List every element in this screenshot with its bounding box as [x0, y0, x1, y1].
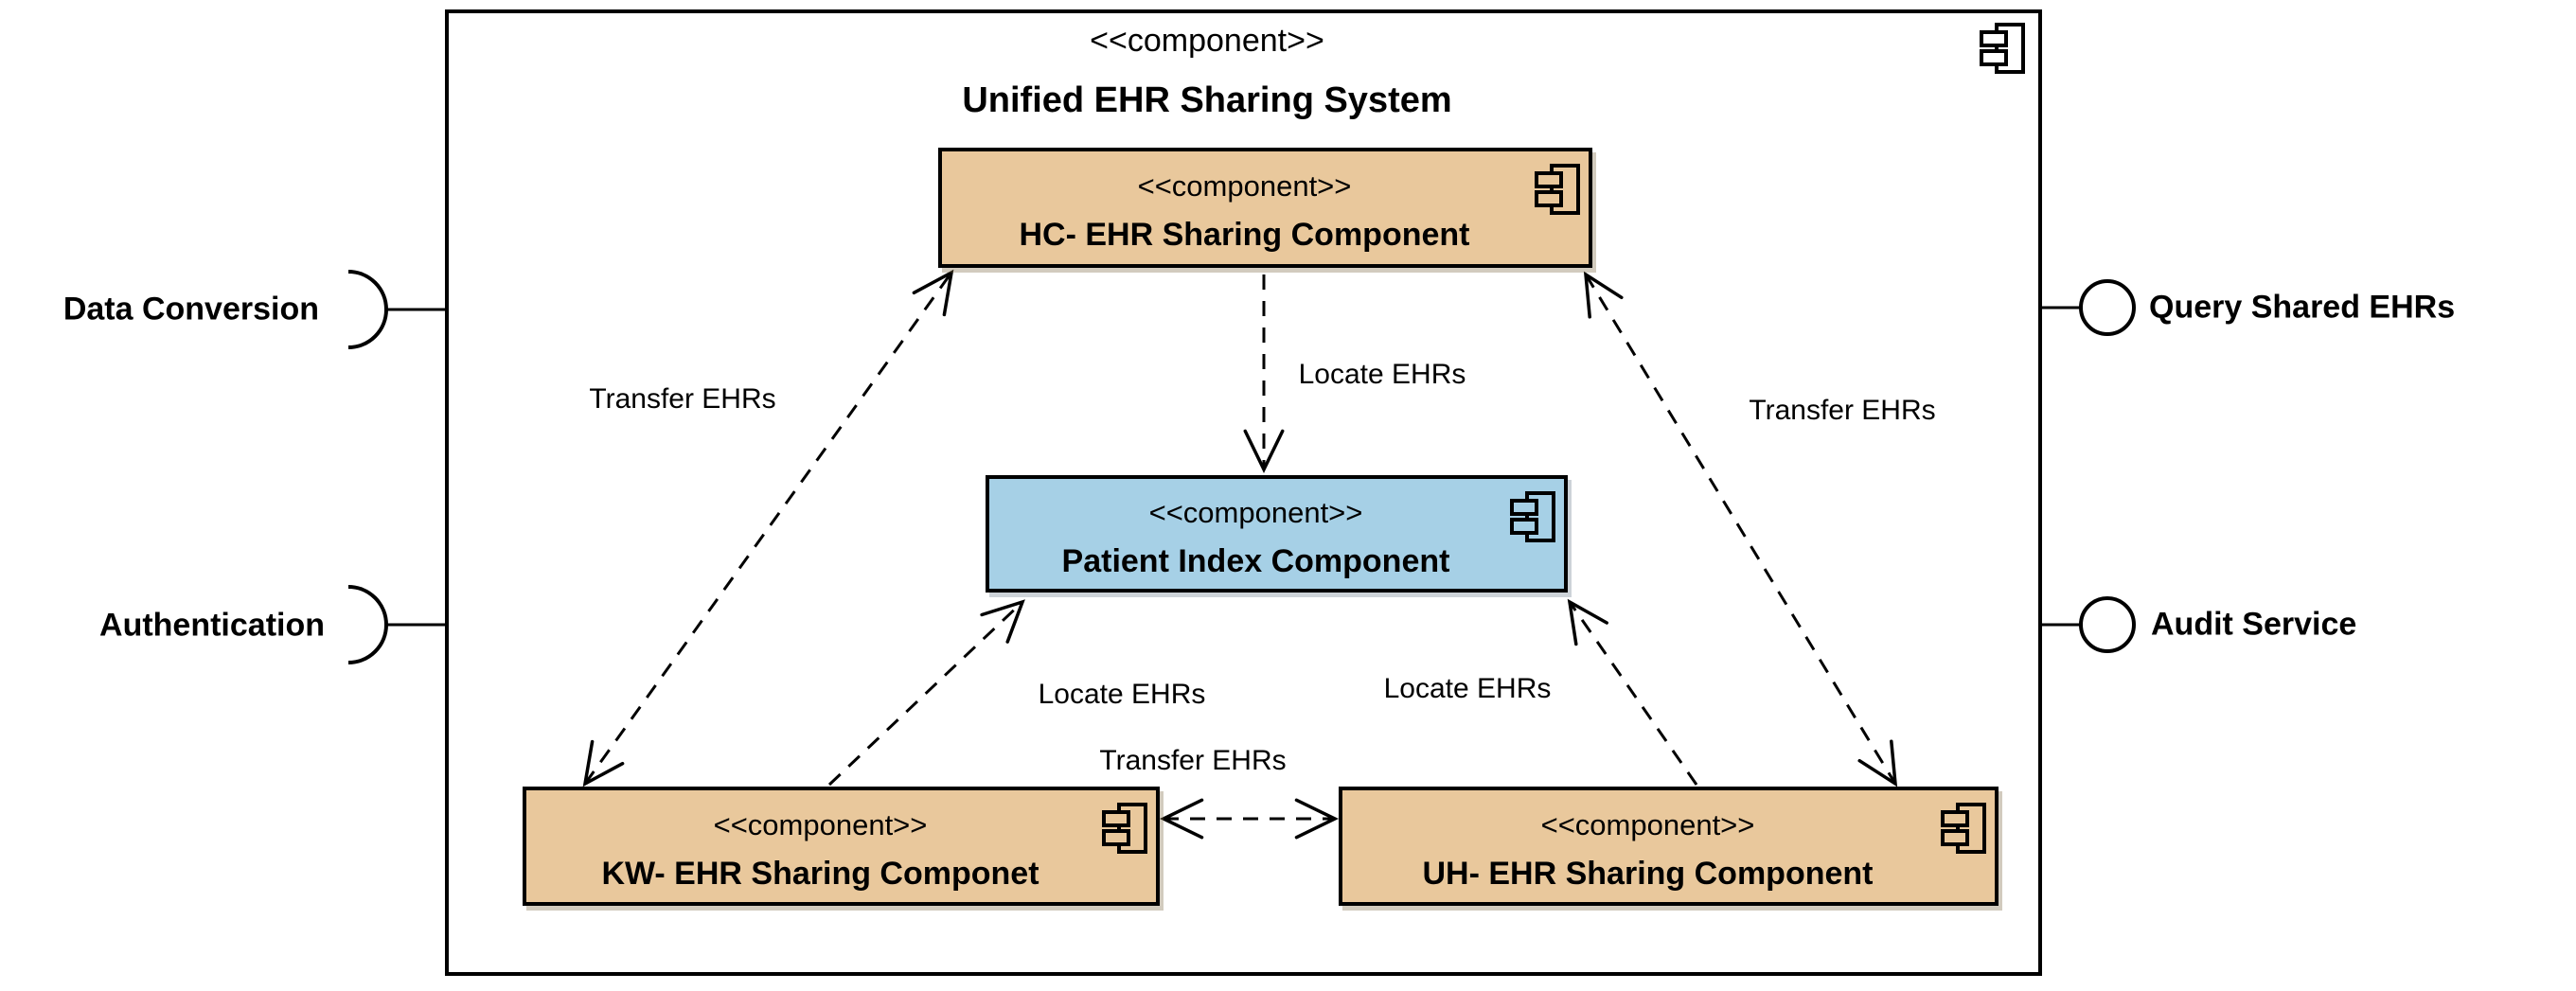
- edge-kw-hc: [582, 269, 954, 787]
- interface-label-data-conversion: Data Conversion: [62, 291, 319, 327]
- component-stereotype: <<component>>: [1148, 495, 1363, 529]
- edge-label-transfer-ehrs-right: Transfer EHRs: [1749, 395, 1936, 426]
- socket-data-conversion-icon: [347, 270, 447, 349]
- edge-uh-hc: [1583, 271, 1898, 787]
- component-stereotype: <<component>>: [1137, 169, 1352, 203]
- component-name: Patient Index Component: [1061, 542, 1450, 579]
- component-name: HC- EHR Sharing Component: [1019, 217, 1470, 253]
- component-icon: [1535, 164, 1580, 215]
- edge-label-locate-ehrs-left: Locate EHRs: [1038, 679, 1206, 710]
- component-stereotype: <<component>>: [713, 807, 928, 841]
- interface-label-audit-service: Audit Service: [2151, 606, 2357, 643]
- interface-label-query-shared-ehrs: Query Shared EHRs: [2149, 289, 2456, 326]
- ball-query-shared-ehrs-icon: [2040, 279, 2136, 336]
- component-kw-ehr-sharing: <<component>> KW- EHR Sharing Componet: [523, 787, 1160, 906]
- component-patient-index: <<component>> Patient Index Component: [986, 475, 1568, 593]
- socket-authentication-icon: [347, 585, 447, 664]
- component-uh-ehr-sharing: <<component>> UH- EHR Sharing Component: [1339, 787, 1999, 906]
- component-hc-ehr-sharing: <<component>> HC- EHR Sharing Component: [938, 148, 1592, 268]
- edge-kw-uh: [1159, 798, 1340, 840]
- interface-label-authentication: Authentication: [99, 607, 325, 644]
- component-name: KW- EHR Sharing Componet: [601, 855, 1039, 892]
- edge-uh-pi: [1567, 598, 1698, 786]
- edge-label-transfer-ehrs-bottom: Transfer EHRs: [1099, 745, 1287, 776]
- system-title: <<component>> Unified EHR Sharing System: [828, 23, 1586, 121]
- component-icon: [1941, 803, 1986, 854]
- edge-kw-pi: [827, 599, 1025, 787]
- edge-hc-pi: [1243, 274, 1285, 474]
- component-name: UH- EHR Sharing Component: [1422, 855, 1874, 892]
- edge-label-locate-ehrs-right: Locate EHRs: [1383, 673, 1552, 704]
- component-icon: [1510, 491, 1555, 542]
- component-icon: [1102, 803, 1147, 854]
- edge-label-transfer-ehrs-left: Transfer EHRs: [589, 383, 776, 415]
- system-boundary: [445, 9, 2042, 976]
- edge-label-locate-ehrs-center: Locate EHRs: [1298, 359, 1466, 390]
- system-stereotype: <<component>>: [1090, 23, 1324, 59]
- component-icon: [1980, 23, 2025, 74]
- component-stereotype: <<component>>: [1540, 807, 1755, 841]
- ball-audit-service-icon: [2040, 596, 2136, 653]
- system-name: Unified EHR Sharing System: [962, 80, 1452, 120]
